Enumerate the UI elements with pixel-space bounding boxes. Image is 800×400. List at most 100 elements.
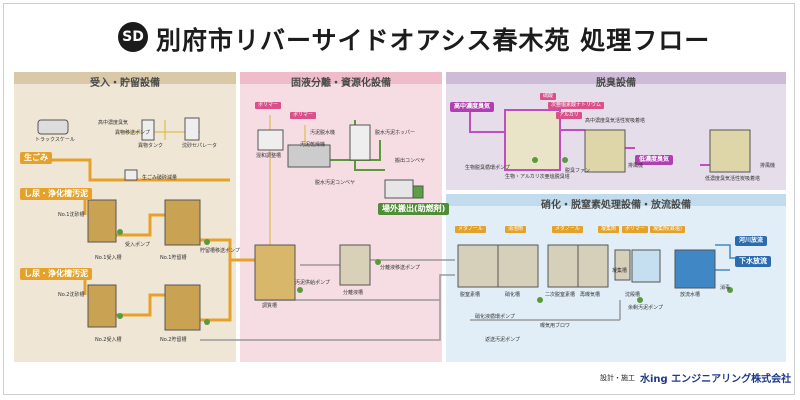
label-truck: トラックスケール: [35, 137, 75, 143]
label-pump-sep: 分離液移送ポンプ: [380, 265, 420, 271]
tank-sedi: [631, 249, 661, 283]
tank-mix: [614, 249, 631, 281]
tag-pac: 凝集剤: [598, 226, 620, 233]
label-reg-tank: 調質槽: [262, 303, 278, 309]
tag-carry-out: 場外搬出(助燃剤): [378, 203, 450, 215]
section-deodor-header: [446, 72, 786, 84]
mixer-tank: [257, 129, 284, 151]
label-disc: 放流水槽: [680, 292, 701, 298]
deodor-lines: [469, 112, 710, 166]
pump-dots: [117, 157, 733, 325]
carry-truck-cab: [412, 185, 424, 199]
label-mix: 凝集槽: [612, 268, 628, 274]
tank-recv1: [87, 199, 117, 243]
tag-defoam: 消泡剤: [505, 226, 527, 233]
tank-nitri: [497, 244, 539, 288]
tag-river: 河川放流: [735, 236, 768, 246]
input-garbage: 生ごみ: [20, 152, 52, 164]
section-solid-title: 固液分離・資源化設備: [291, 78, 391, 89]
label-sedi: 沈殿槽: [625, 292, 641, 298]
label-fan1: 排風機: [628, 163, 644, 169]
foreign-tank: [141, 119, 155, 141]
garbage-unit: [124, 169, 138, 181]
label-scrubber: 生物・アルカリ次亜塩脱臭塔: [505, 174, 570, 180]
label-press: 汚泥脱水機: [310, 130, 336, 136]
label-pump-feed: 汚泥供給ポンプ: [295, 280, 330, 286]
water-pipes: [200, 259, 621, 341]
label-sludge-pump: 返送汚泥ポンプ: [485, 337, 520, 343]
label-tank2: No.2沈砂槽: [58, 292, 85, 298]
label-pump-store: 貯留槽移送ポンプ: [200, 248, 240, 254]
input-sludge-1: し尿・浄化槽汚泥: [20, 188, 92, 200]
label-recv1: No.1受入槽: [95, 255, 122, 261]
label-circ-pump: 硝化液循環ポンプ: [475, 314, 515, 320]
tag-sewer: 下水放流: [735, 256, 771, 267]
tag-methanol: メタノール: [455, 226, 486, 233]
label-pump-recv: 受入ポンプ: [125, 242, 150, 248]
tank-reaer: [577, 244, 609, 288]
tag-methanol-2: メタノール: [552, 226, 583, 233]
label-grit: 沈砂セパレータ: [182, 143, 218, 149]
label-mixer: 混和調整槽: [256, 153, 282, 159]
label-garbage-unit: 生ごみ破砕減量: [142, 175, 178, 181]
label-fan-blow: 脱臭ファン: [565, 168, 591, 174]
label-sludge2: 余剰汚泥ポンプ: [628, 305, 663, 311]
label-fan2: 排風機: [760, 163, 776, 169]
label-carbon1: 高中濃度臭気活性炭吸着塔: [585, 118, 646, 124]
truck-scale: [37, 119, 69, 135]
section-solid-bg: [240, 72, 442, 362]
tag-polymer: ポリマー: [622, 226, 649, 233]
input-sludge-2: し尿・浄化槽汚泥: [20, 268, 92, 280]
tank-denit: [457, 244, 499, 288]
tag-alkali: アルカリ: [556, 112, 582, 119]
maker-name: 水ing エンジニアリング株式会社: [640, 374, 792, 385]
label-store2: No.2貯留槽: [160, 337, 187, 343]
label-sep-tank: 異物タンク: [138, 143, 164, 149]
maker-prefix: 設計・施工: [600, 374, 635, 382]
label-sep-tank2: 分離液槽: [343, 290, 364, 296]
tank-store2: [164, 284, 201, 331]
label-pump-circ: 生物脱臭循環ポンプ: [465, 165, 510, 171]
label-sep-pump: 異物移送ポンプ: [115, 130, 150, 136]
press-unit: [287, 144, 331, 168]
tank-store1: [164, 199, 201, 246]
section-nitri-header: [446, 194, 786, 206]
section-deodor-title: 脱臭設備: [596, 78, 636, 89]
label-cake-conv: 脱水汚泥コンベヤ: [315, 180, 356, 186]
label-tank1: No.1沈砂槽: [58, 212, 85, 218]
label-denit: 脱窒素槽: [460, 292, 481, 298]
label-high-gas: 高中濃度臭気: [98, 120, 129, 126]
company-logo: SD: [118, 22, 148, 52]
label-dryer: 汚泥乾燥機: [300, 142, 326, 148]
label-store1: No.1貯留槽: [160, 255, 187, 261]
label-disinf: 消毒: [720, 285, 731, 291]
label-carbon2: 低濃度臭気活性炭吸着塔: [705, 176, 761, 182]
grit-separator: [184, 117, 200, 141]
hopper: [349, 124, 371, 161]
label-reaer: 再曝気槽: [580, 292, 601, 298]
tag-low-odor: 低濃度臭気: [635, 155, 674, 165]
carry-truck-body: [384, 179, 414, 199]
tank-denit2: [547, 244, 579, 288]
section-receive-header: [14, 72, 236, 84]
page-title: 別府市リバーサイドオアシス春木苑 処理フロー: [156, 26, 711, 55]
tank-recv2: [87, 284, 117, 328]
section-nitri-title: 硝化・脱窒素処理設備・放流設備: [541, 200, 691, 211]
carbon-tower1: [584, 129, 626, 173]
section-solid-header: [240, 72, 442, 84]
label-denit2: 二次脱窒素槽: [545, 292, 576, 298]
label-blower: 曝気用ブロワ: [540, 323, 571, 329]
label-nitri: 硝化槽: [505, 292, 521, 298]
tank-sep: [339, 244, 371, 286]
tag-coag: 凝集剤(鉄塩): [650, 226, 685, 233]
tank-disc: [674, 249, 716, 289]
section-receive-title: 受入・貯留設備: [90, 78, 160, 89]
label-hopper: 脱水汚泥ホッパー: [375, 130, 416, 136]
carbon-tower2: [709, 129, 751, 173]
tag-polymer-2: ポリマー: [290, 112, 317, 119]
label-conveyor: 搬出コンベヤ: [395, 158, 426, 164]
tag-acid: 硫酸: [540, 93, 557, 100]
label-recv2: No.2受入槽: [95, 337, 122, 343]
